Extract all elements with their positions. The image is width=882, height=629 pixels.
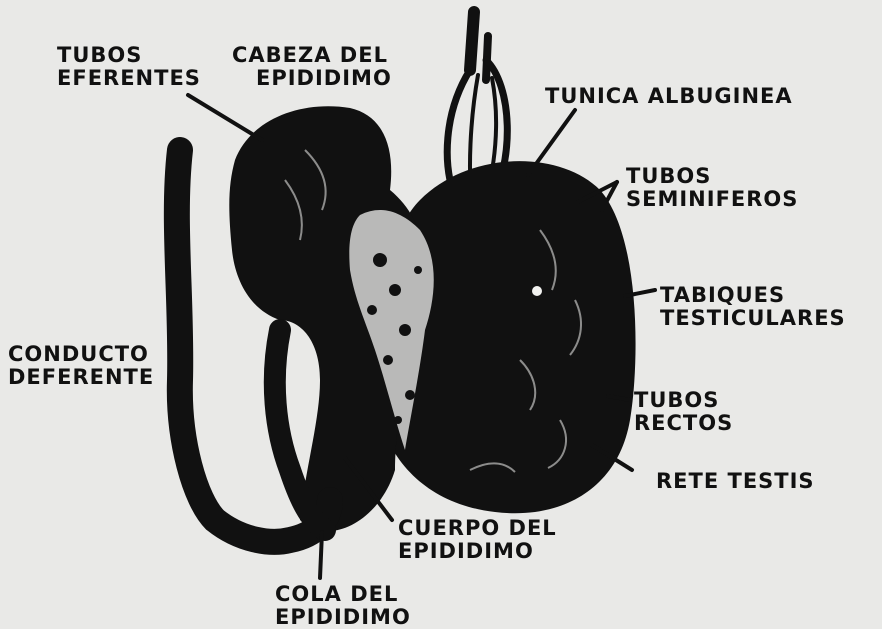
label-tunica-albuginea: TUNICA ALBUGINEA [545, 85, 793, 108]
label-rete-testis: RETE TESTIS [656, 470, 815, 493]
label-tubos-eferentes: TUBOS EFERENTES [57, 44, 201, 90]
label-cuerpo-epididimo: CUERPO DEL EPIDIDIMO [398, 517, 557, 563]
label-tubos-rectos: TUBOS RECTOS [634, 389, 733, 435]
label-conducto-deferente: CONDUCTO DEFERENTE [8, 343, 154, 389]
label-tabiques-testiculares: TABIQUES TESTICULARES [660, 284, 846, 330]
label-tubos-seminiferos: TUBOS SEMINIFEROS [626, 165, 798, 211]
label-cabeza-epididimo: CABEZA DEL EPIDIDIMO [232, 44, 392, 90]
label-cola-epididimo: COLA DEL EPIDIDIMO [275, 583, 411, 629]
